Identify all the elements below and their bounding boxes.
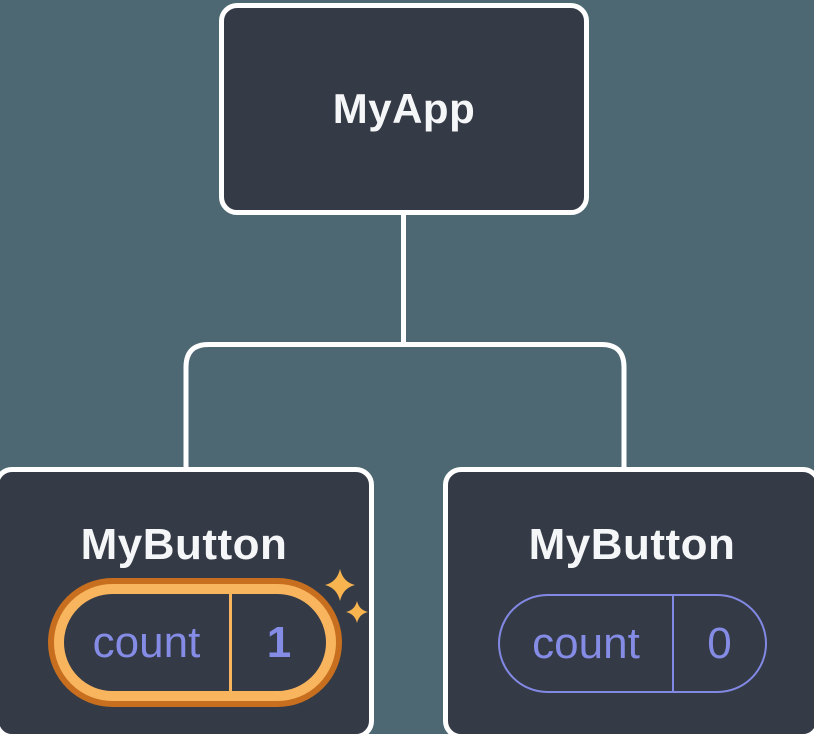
sparkles-icon	[325, 569, 368, 623]
state-pill-divider	[672, 596, 674, 691]
root-node-label: MyApp	[332, 85, 476, 132]
tree-node-root: MyApp	[219, 3, 589, 215]
sparkle-small	[346, 601, 368, 623]
left-node-label: MyButton	[80, 520, 288, 569]
state-value-cell: 1	[232, 594, 326, 691]
state-value-label: 0	[707, 618, 732, 668]
state-key-label: count	[92, 617, 201, 667]
state-pill-plain: count 0	[498, 594, 767, 693]
connector-branch-bracket	[183, 342, 627, 472]
state-key-cell: count	[500, 596, 672, 691]
state-pill-divider	[229, 594, 232, 691]
sparkle-large	[325, 569, 355, 601]
state-pill-highlighted: count 1	[54, 584, 336, 701]
state-key-label: count	[532, 618, 640, 668]
state-value-label: 1	[266, 617, 292, 667]
right-node-label: MyButton	[528, 520, 736, 569]
tree-node-button-left: MyButton count 1	[0, 467, 374, 734]
tree-node-button-right: MyButton count 0	[443, 467, 814, 734]
state-key-cell: count	[64, 594, 229, 691]
state-value-cell: 0	[674, 596, 765, 691]
